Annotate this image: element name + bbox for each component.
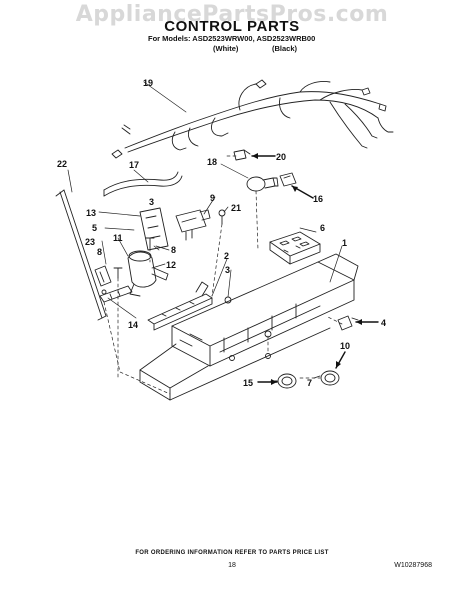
screw-3 (224, 296, 232, 304)
callout-19: 19 (143, 78, 153, 88)
leader-lines (67, 81, 343, 319)
callout-23: 23 (85, 237, 95, 247)
callout-6: 6 (320, 223, 325, 233)
clip-20 (233, 149, 251, 161)
lamp-bulb (246, 176, 279, 192)
callout-9: 9 (210, 193, 215, 203)
callout-21: 21 (231, 203, 241, 213)
switch-bracket (147, 281, 213, 331)
callout-12: 12 (166, 260, 176, 270)
callout-15: 15 (243, 378, 253, 388)
screws (113, 237, 155, 279)
callout-8b: 8 (171, 245, 176, 255)
arrow-leaders (251, 153, 379, 385)
lever-14 (99, 285, 133, 303)
callout-5: 5 (92, 223, 97, 233)
assembly-guide-lines (103, 155, 343, 395)
callout-22: 22 (57, 159, 67, 169)
page-number: 18 (228, 562, 236, 569)
switch-9 (175, 209, 211, 241)
clip-4 (337, 315, 359, 331)
control-housing (139, 253, 359, 401)
model-list: For Models: ASD2523WRW00, ASD2523WRB00 (148, 34, 316, 43)
callout-16: 16 (313, 194, 323, 204)
document-number: W10287968 (394, 562, 432, 569)
callout-1: 1 (342, 238, 347, 248)
callout-2: 2 (224, 251, 229, 261)
screw-7 (265, 353, 271, 359)
callout-10: 10 (340, 341, 350, 351)
callout-7: 7 (307, 378, 312, 388)
lamp-socket (279, 172, 297, 187)
control-board (269, 231, 321, 265)
variant-black: (Black) (272, 44, 298, 53)
callout-3a: 3 (149, 197, 154, 207)
callout-8a: 8 (97, 247, 102, 257)
variant-white: (White) (213, 44, 239, 53)
callout-4: 4 (381, 318, 386, 328)
screw-21 (218, 209, 226, 225)
dispenser-valve (127, 250, 169, 297)
callout-labels: 19 22 17 18 20 16 3 9 21 13 5 11 23 8 8 … (57, 78, 386, 388)
bracket-23 (94, 265, 112, 295)
drain-tube (103, 171, 183, 197)
callout-14: 14 (128, 320, 138, 330)
callout-3b: 3 (225, 265, 230, 275)
mounting-plate (139, 207, 169, 251)
callout-20: 20 (276, 152, 286, 162)
site-watermark: AppliancePartsPros.com (75, 2, 389, 27)
wiring-harness (111, 79, 394, 159)
callout-17: 17 (129, 160, 139, 170)
page-title: CONTROL PARTS (164, 18, 300, 35)
ordering-note: FOR ORDERING INFORMATION REFER TO PARTS … (135, 550, 329, 556)
callout-11: 11 (113, 233, 123, 243)
callout-18: 18 (207, 157, 217, 167)
callout-13: 13 (86, 208, 96, 218)
actuator-rod (55, 189, 107, 321)
